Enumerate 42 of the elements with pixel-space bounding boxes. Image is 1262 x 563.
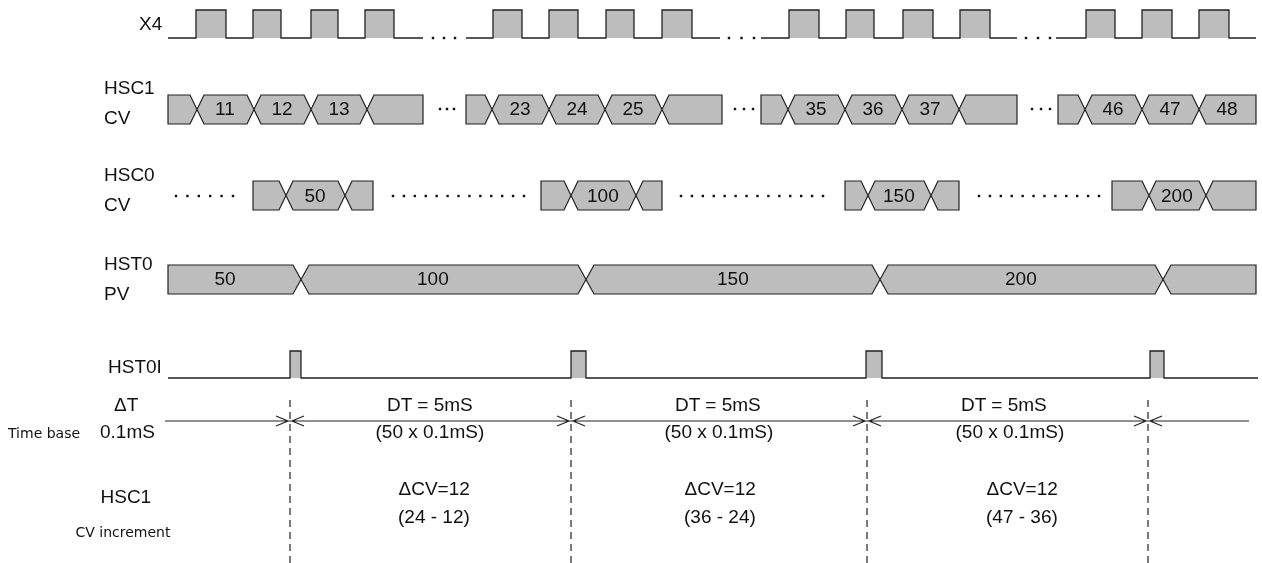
bus-value: 25	[622, 98, 644, 120]
bus-value: 46	[1102, 98, 1124, 120]
bus-value: 37	[919, 98, 941, 120]
increment-label: ΔCV=12	[398, 478, 470, 500]
bus-value: 50	[214, 268, 236, 290]
bus-value: 150	[883, 185, 915, 207]
bus-value: 100	[417, 268, 449, 290]
bus-value: 24	[566, 98, 588, 120]
interval-label: DT = 5mS	[675, 394, 761, 416]
axis-label: ΔT	[114, 394, 139, 416]
increment-label: (24 - 12)	[398, 506, 470, 528]
interval-label: (50 x 0.1mS)	[664, 421, 774, 443]
signal-name: HST0 PV	[104, 252, 154, 306]
bus-value: 36	[862, 98, 884, 120]
bus-value: 48	[1216, 98, 1238, 120]
bus-value: 200	[1005, 268, 1037, 290]
interval-label: DT = 5mS	[387, 394, 473, 416]
axis-label: Time base	[8, 424, 81, 443]
bus-value: 12	[271, 98, 293, 120]
increment-label: (47 - 36)	[986, 506, 1058, 528]
bus-value: 50	[304, 185, 326, 207]
signal-name: X4	[139, 13, 163, 35]
bus-value: 35	[805, 98, 827, 120]
signal-name: HSC0 CV	[104, 163, 156, 217]
bus-value: 100	[587, 185, 619, 207]
bus-value: 47	[1159, 98, 1181, 120]
signal-name: HSC1 CV	[104, 76, 156, 130]
increment-label: (36 - 24)	[684, 506, 756, 528]
bus-value: 150	[717, 268, 749, 290]
row-label: HSC1	[100, 486, 152, 508]
increment-label: ΔCV=12	[986, 478, 1058, 500]
bus-value: 13	[328, 98, 350, 120]
increment-label: ΔCV=12	[684, 478, 756, 500]
bus-value: 23	[509, 98, 531, 120]
interval-label: (50 x 0.1mS)	[375, 421, 485, 443]
row-label: CV increment	[75, 523, 171, 542]
axis-label: 0.1mS	[100, 421, 155, 443]
bus-value: 200	[1161, 185, 1193, 207]
interval-label: DT = 5mS	[961, 394, 1047, 416]
signal-name: HST0I	[108, 356, 162, 378]
bus-value: 11	[215, 98, 235, 120]
interval-label: (50 x 0.1mS)	[955, 421, 1065, 443]
